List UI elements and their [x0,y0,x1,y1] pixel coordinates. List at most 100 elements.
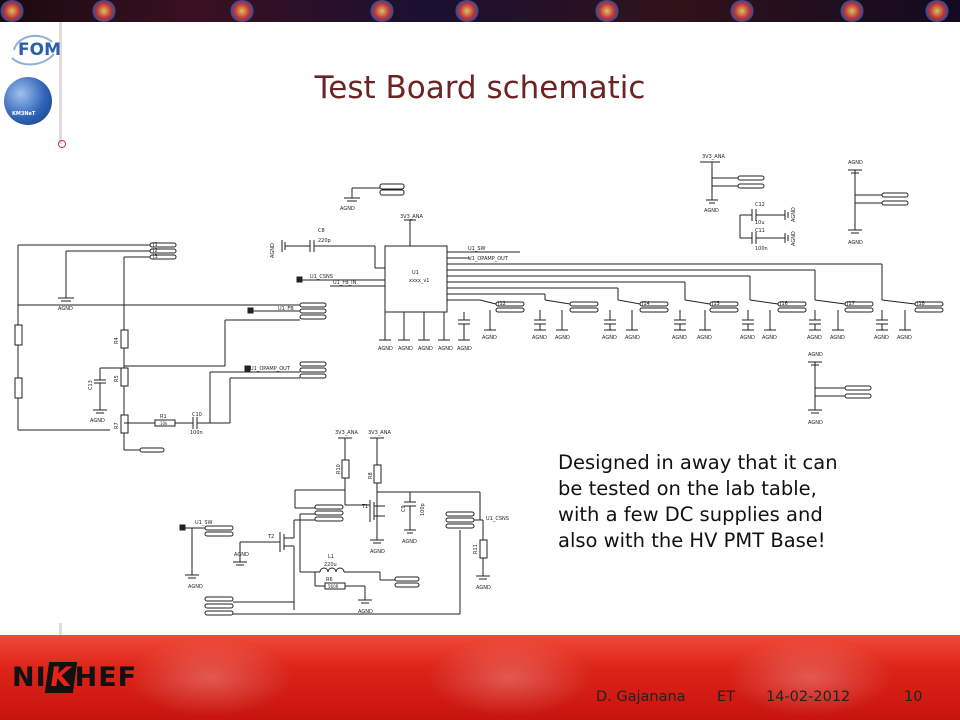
c11-ref: C11 [755,228,765,234]
test-point-row: J12 J14 J15 J16 J17 J18 [479,299,944,313]
net-label-u1-opamp-out: U1_OPAMP_OUT [250,366,291,372]
c13-ref: C13 [88,380,94,390]
r8-ref: R8 [368,472,374,479]
c12-value: 10u [755,220,765,226]
fom-logo-text: FOM [18,40,61,60]
gnd-label-rm1: AGND [808,352,823,358]
gnd-label-u1-4: AGND [438,346,453,352]
divider-marker [58,140,66,148]
t1-ref: T1 [361,504,368,510]
note-line-3: with a few DC supplies and [558,503,823,526]
gnd-label-tr2: AGND [848,160,863,166]
gnd-label-rm2: AGND [808,420,823,426]
schematic-diagram: U1 xxxx_v1 3V3_ANA U1_SW U1_OPAMP_OUT U1… [14,154,944,616]
gnd-label-r1: AGND [482,335,497,341]
km3net-logo: KM3NeT [4,77,52,125]
note-line-1: Designed in away that it can [558,451,838,474]
footer-date: 14-02-2012 [766,689,851,705]
note-line-4: also with the HV PMT Base! [558,529,826,552]
gnd-label-r10: AGND [807,335,822,341]
t2-ref: T2 [267,534,274,540]
gnd-label-u1-5: AGND [457,346,472,352]
gnd-label-r2: AGND [532,335,547,341]
gnd-label-r3: AGND [555,335,570,341]
gnd-label-r7: AGND [697,335,712,341]
footer-page-number: 10 [904,689,923,705]
pin-j15: J15 [711,301,720,307]
gnd-label-r11: AGND [830,335,845,341]
r5-ref: R5 [114,375,120,382]
gnd-label-c8: AGND [270,243,276,258]
net-label-u1-sw-bottom: U1_SW [195,520,213,526]
net-label-u1-sw: U1_SW [468,246,486,252]
net-label-u1-csns-left: U1_CSNS [310,274,333,280]
r6-value: 560R [328,584,339,589]
km3net-logo-text: KM3NeT [12,111,36,117]
gnd-label-r5: AGND [625,335,640,341]
footer-conference: ET [717,689,736,705]
pin-j12: J12 [497,301,506,307]
u1-vcc-label: 3V3_ANA [400,214,423,220]
gnd-label-c12: AGND [791,207,797,222]
footer-band [0,635,960,720]
pin-j2: J2 [152,248,158,254]
net-label-u1-fb: U1_FB [278,306,294,312]
gnd-label-tr1: AGND [704,208,719,214]
r11-ref: R11 [473,544,479,554]
pin-j18: J18 [916,301,925,307]
net-label-u1-opamp-out-top: U1_OPAMP_OUT [468,256,509,262]
r6-ref: R6 [326,577,333,583]
nikhef-logo-part-2: K [44,662,77,693]
note-line-2: be tested on the lab table, [558,477,817,500]
net-label-3v3-b2: 3V3_ANA [368,430,391,436]
u1-name-label: xxxx_v1 [409,278,429,284]
c10-ref: C10 [192,412,202,418]
slide-title: Test Board schematic [314,70,646,106]
gnd-label-sw: AGND [188,584,203,590]
r10-ref: R10 [336,464,342,474]
slide-note: Designed in away that it can be tested o… [558,450,918,554]
gnd-label-top: AGND [340,206,355,212]
footer-author: D. Gajanana [596,689,686,705]
c11-value: 100n [755,246,768,252]
gnd-label-u1-1: AGND [378,346,393,352]
gnd-label-c13: AGND [90,418,105,424]
c9-value: 100p [420,503,426,516]
gnd-label-t1: AGND [370,549,385,555]
u1-ref-label: U1 [412,270,419,276]
net-label-u1-csns-bottom: U1_CSNS [486,516,509,522]
gnd-label-r8: AGND [740,335,755,341]
c12-ref: C12 [755,202,765,208]
gnd-label-r6: AGND [672,335,687,341]
net-label-u1-fb-in: U1_FB_IN [333,280,357,286]
c10-value: 100n [190,430,203,436]
nikhef-logo: NIKHEF [12,662,137,693]
r1-ref: R1 [160,414,167,420]
nikhef-logo-part-1: NI [12,662,47,693]
gnd-label-c11: AGND [791,231,797,246]
fom-logo: FOM [8,30,61,70]
gnd-label-r9: AGND [762,335,777,341]
gnd-label-r6: AGND [358,609,373,615]
pin-j16: J16 [779,301,788,307]
left-divider [59,22,62,144]
nikhef-logo-part-3: HEF [74,662,138,693]
pin-j14: J14 [641,301,650,307]
l1-value: 220u [324,562,337,568]
r7-ref: R7 [114,422,120,429]
pin-j1: J1 [152,242,158,248]
r4-ref: R4 [114,337,120,344]
fom-logo-icon [11,34,55,66]
u1-ic-body [384,245,448,313]
c8-ref: C8 [318,228,325,234]
gnd-label-left: AGND [58,306,73,312]
bottom-divider-stub [59,623,62,637]
r1-value: 10k [160,421,168,426]
c9-ref: C9 [401,505,407,512]
c8-value: 220p [318,238,331,244]
gnd-label-tr3: AGND [848,240,863,246]
l1-ref: L1 [328,554,334,560]
net-label-3v3-top: 3V3_ANA [702,154,725,160]
gnd-label-u1-3: AGND [418,346,433,352]
gnd-label-r4: AGND [602,335,617,341]
